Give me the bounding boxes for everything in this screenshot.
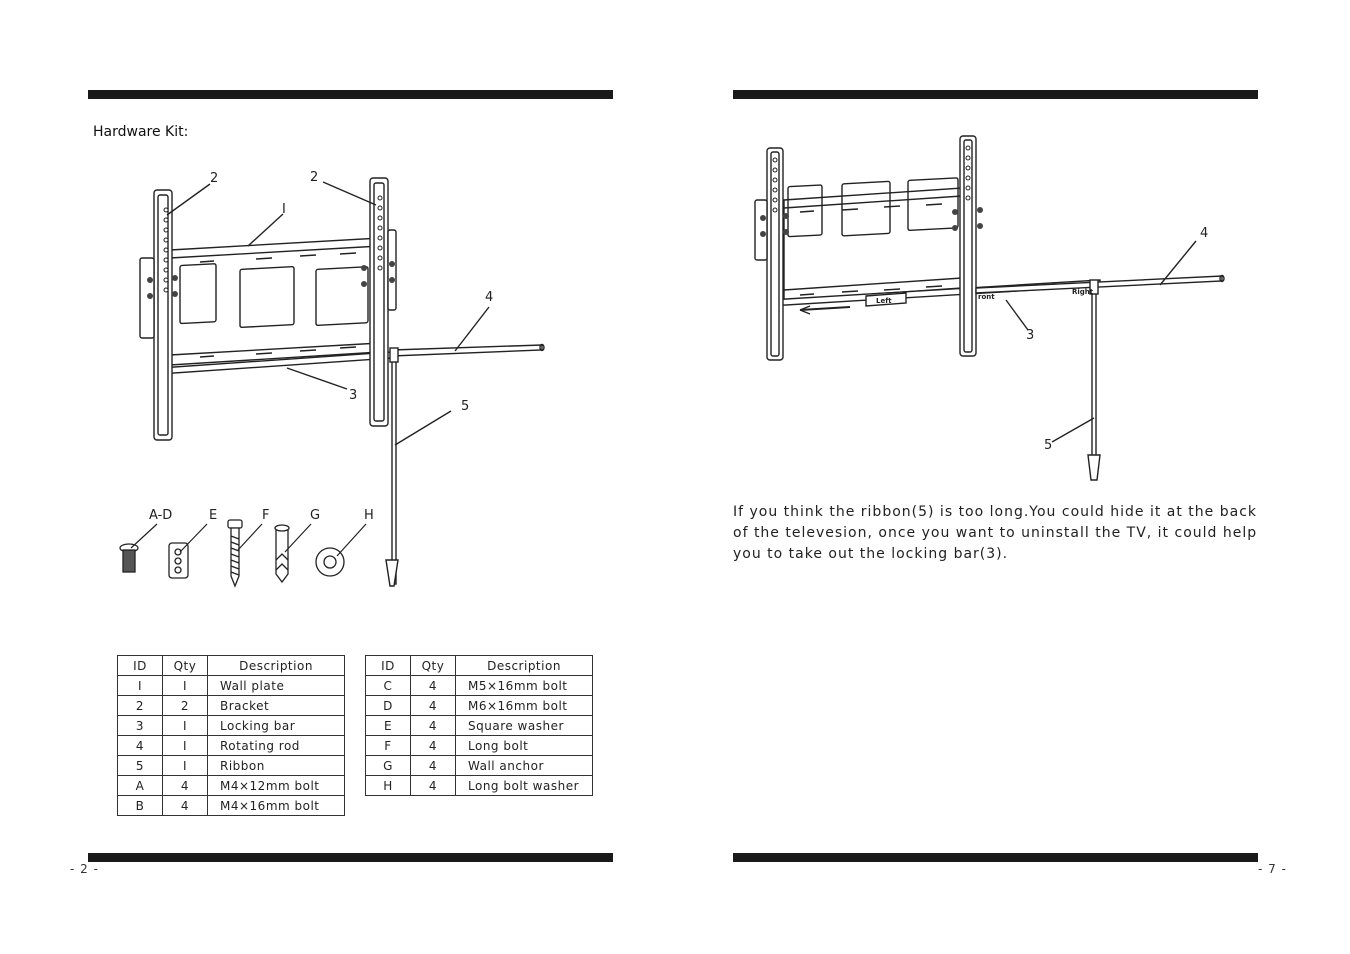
right-top-rule (733, 90, 1258, 99)
callout-rotating-rod: 4 (485, 290, 494, 305)
cell-description: M5×16mm bolt (455, 675, 593, 696)
callout-wall-plate: I (282, 202, 286, 217)
cell-qty: 4 (162, 795, 208, 816)
label-hardware-g: G (310, 508, 321, 523)
hardware-kit-heading: Hardware Kit: (93, 124, 189, 140)
right-page-number: - 7 - (1258, 862, 1287, 876)
label-hardware-h: H (364, 508, 374, 523)
left-bottom-rule (88, 853, 613, 862)
right-bottom-rule (733, 853, 1258, 862)
label-hardware-f: F (262, 508, 270, 523)
cell-description: Wall plate (207, 675, 345, 696)
col-qty: Qty (410, 655, 456, 676)
ribbon-note: If you think the ribbon(5) is too long.Y… (733, 504, 1258, 562)
label-hardware-a-d: A-D (149, 508, 173, 523)
left-page-number: - 2 - (70, 862, 99, 876)
callout-bracket-left: 2 (210, 171, 219, 186)
callout-locking-bar-right: 3 (1026, 328, 1035, 343)
col-id: ID (365, 655, 411, 676)
cell-description: Long bolt washer (455, 775, 593, 796)
right-marking: Right (1072, 288, 1094, 296)
callout-locking-bar: 3 (349, 388, 358, 403)
callout-bracket-right: 2 (310, 170, 319, 185)
callout-ribbon-right: 5 (1044, 438, 1053, 453)
cell-description: M4×16mm bolt (207, 795, 345, 816)
cell-description: Wall anchor (455, 755, 593, 776)
callout-rotating-rod-right: 4 (1200, 226, 1209, 241)
callout-ribbon: 5 (461, 399, 470, 414)
left-marking: Left (876, 297, 892, 305)
front-marking: ront (978, 293, 995, 301)
label-hardware-e: E (209, 508, 218, 523)
left-top-rule (88, 90, 613, 99)
